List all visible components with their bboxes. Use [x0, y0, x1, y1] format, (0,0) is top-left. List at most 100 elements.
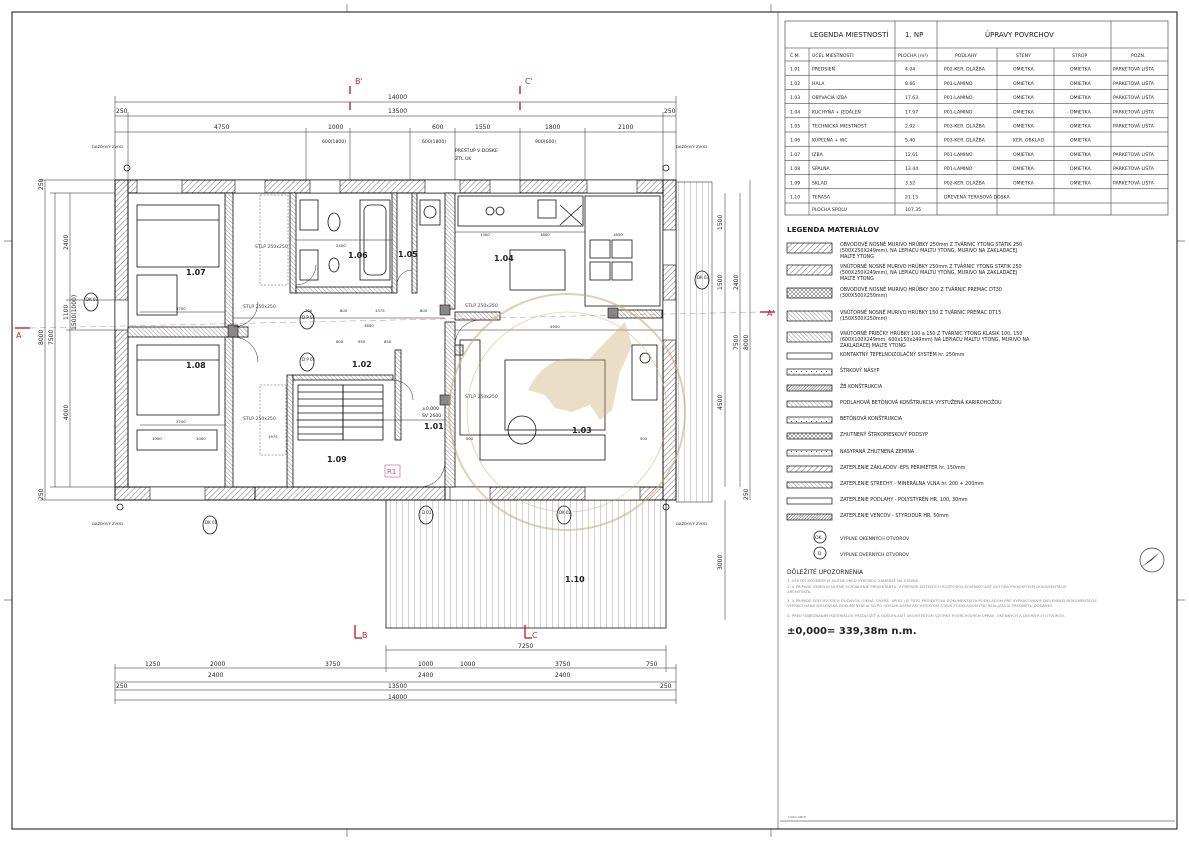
dim-top-window: 600(1800): [422, 139, 446, 145]
elevation-reference: ±0,000= 339,38m n.m.: [787, 626, 917, 637]
dim-left: 1100: [63, 305, 70, 320]
door-tag: D P 01: [302, 357, 316, 362]
col-header: PLOCHA (m²): [898, 53, 928, 59]
material-description: KONTAKTNÝ TEPELNOIZOLAČNÝ SYSTÉM hr. 250…: [840, 350, 965, 358]
dim-bottom: 2400: [555, 672, 570, 679]
table-cell: PARKETOVÁ LIŠTA: [1113, 179, 1155, 186]
living-room: [459, 339, 658, 461]
table-cell: PARKETOVÁ LIŠTA: [1113, 123, 1155, 130]
dim-top-1800: 1800: [545, 124, 560, 131]
opening-tags: DK 07 DK 01 DK 02 DK 03 D 01 D P 01 D P …: [83, 270, 710, 535]
r1-box: [384, 464, 401, 478]
material-description: (300X500X250mm): [840, 293, 887, 299]
table-cell: OBÝVACIA IZBA: [812, 94, 848, 101]
table-cell: OMIETKA: [1070, 67, 1092, 73]
table-cell: OMIETKA: [1070, 95, 1092, 101]
dim-bottom: 250: [660, 683, 672, 690]
dim-bottom: 1000: [460, 661, 475, 668]
material-description: MALTE YTONG: [840, 254, 874, 260]
dim-top-total: 14000: [388, 94, 407, 101]
material-swatch: [786, 481, 833, 489]
section-a-right: A': [767, 309, 775, 318]
material-description: (600X100X249mm, 600x150x249mm) NA LEPIAC…: [840, 337, 1030, 343]
table-cell: P01-LAMINO: [944, 81, 973, 87]
table-cell: OMIETKA: [1013, 81, 1035, 87]
total-label: PLOCHA SPOLU: [812, 207, 847, 213]
table-cell: PARKETOVÁ LIŠTA: [1113, 80, 1155, 87]
svg-text:1975: 1975: [268, 434, 278, 439]
dim-bottom: 2000: [210, 661, 225, 668]
col-header: PODLAHY: [955, 53, 977, 59]
table-cell: 12.61: [905, 152, 918, 158]
material-description: (500X250X249mm), NA LEPIACU MALTU YTONG,…: [840, 248, 1017, 254]
stamp: LOGO ARCH: [788, 815, 806, 819]
dim-right: 1500: [717, 275, 724, 290]
table-cell: P01-LAMINO: [944, 152, 973, 158]
material-swatch: [786, 352, 833, 360]
downpipe-label: DAŽĎOVÝ ZVOD: [676, 521, 707, 526]
table-cell: 1.08: [790, 166, 800, 172]
dim-bottom-total: 14000: [388, 694, 407, 701]
interior-walls: [127, 192, 663, 488]
dim-left: 250: [38, 178, 45, 190]
dimensions-left: 250 2400 1100 1500(1000) 8000 7500 4000 …: [38, 178, 115, 501]
table-cell: OMIETKA: [1070, 124, 1092, 130]
room-label: 1.04: [494, 254, 514, 263]
material-swatch: [786, 242, 833, 254]
table-cell: 4.04: [905, 67, 915, 73]
dim-bottom: 250: [116, 683, 128, 690]
table-cell: OMIETKA: [1070, 109, 1092, 115]
dim-bottom: 1250: [145, 661, 160, 668]
room-label: 1.06: [348, 251, 368, 260]
table-cell: SPÁLŇA: [812, 165, 831, 172]
interior-dims: [140, 231, 663, 426]
table-cell: P01-LAMINO: [944, 166, 973, 172]
material-description: PODLAHOVÁ BETÓNOVÁ KONŠTRUKCIA VYSTUŽENÁ…: [840, 398, 1002, 406]
material-description: BETÓNOVÁ KONŠTRUKCIA: [840, 415, 903, 422]
dim-bottom: 2400: [418, 672, 433, 679]
column-note: STLP 250x250: [465, 394, 498, 400]
materials-title: LEGENDA MATERIÁLOV: [787, 225, 879, 234]
table-cell: OMIETKA: [1013, 166, 1035, 172]
table-cell: P02-KER. DLAŽBA: [944, 178, 986, 186]
svg-text:700: 700: [305, 308, 313, 313]
section-c-bottom: C: [532, 631, 538, 640]
material-description: MALTE YTONG: [840, 276, 874, 282]
outer-wall-bottom-mid: [254, 486, 446, 501]
svg-text:500: 500: [466, 436, 474, 441]
dim-bottom: 1000: [418, 661, 433, 668]
dim-top-4750: 4750: [214, 124, 229, 131]
room-table-title: LEGENDA MIESTNOSTÍ: [810, 30, 888, 39]
material-swatch: [786, 368, 833, 376]
dim-top-window: 900(600): [535, 139, 556, 145]
dimensions-top: 14000 13500 250 250 4750 1000 600 1550 1…: [114, 94, 677, 180]
material-description: VNÚTORNÉ NOSNÉ MURIVO HRÚBKY 150 Z TVÁRN…: [840, 308, 1001, 316]
section-markers: B' C' B C A A': [15, 77, 775, 640]
material-description: NASYPANÁ ZHUTNENÁ ZEMINA: [840, 448, 915, 455]
dim-top-1000: 1000: [328, 124, 343, 131]
bed-107: [136, 204, 220, 316]
material-description: ZATEPLENIE VENCOV - STYRODUR HR. 50mm: [840, 513, 949, 519]
table-cell: 1.07: [790, 152, 800, 158]
svg-text:4950: 4950: [550, 324, 560, 329]
section-c-top: C': [525, 77, 533, 86]
watermark-logo: [448, 293, 686, 531]
material-swatch: [786, 331, 833, 343]
table-cell: OMIETKA: [1013, 109, 1035, 115]
table-cell: IZBA: [812, 152, 824, 158]
material-description: ZATEPLENIE PODLAHY - POLYSTYRÉN HR. 100,…: [840, 495, 968, 503]
svg-text:3700: 3700: [176, 419, 186, 424]
table-cell: P01-LAMINO: [944, 95, 973, 101]
room-label: 1.03: [572, 426, 592, 435]
note-line: VYPRACOVANÁ DIELENSKÁ DOKUMENTÁCIA SA PO…: [787, 603, 1053, 608]
dim-top-600: 600: [432, 124, 444, 131]
table-cell: 1.04: [790, 109, 800, 115]
col-header: STENY: [1016, 53, 1031, 59]
penetration-note: PRESTUP V DOSKE: [455, 148, 498, 154]
dim-bottom: 750: [646, 661, 658, 668]
dim-right: 8000: [743, 335, 750, 350]
table-cell: OMIETKA: [1070, 152, 1092, 158]
room-table-finishes: ÚPRAVY POVRCHOV: [985, 30, 1054, 39]
table-cell: 13.44: [905, 166, 918, 172]
table-cell: OMIETKA: [1070, 180, 1092, 186]
